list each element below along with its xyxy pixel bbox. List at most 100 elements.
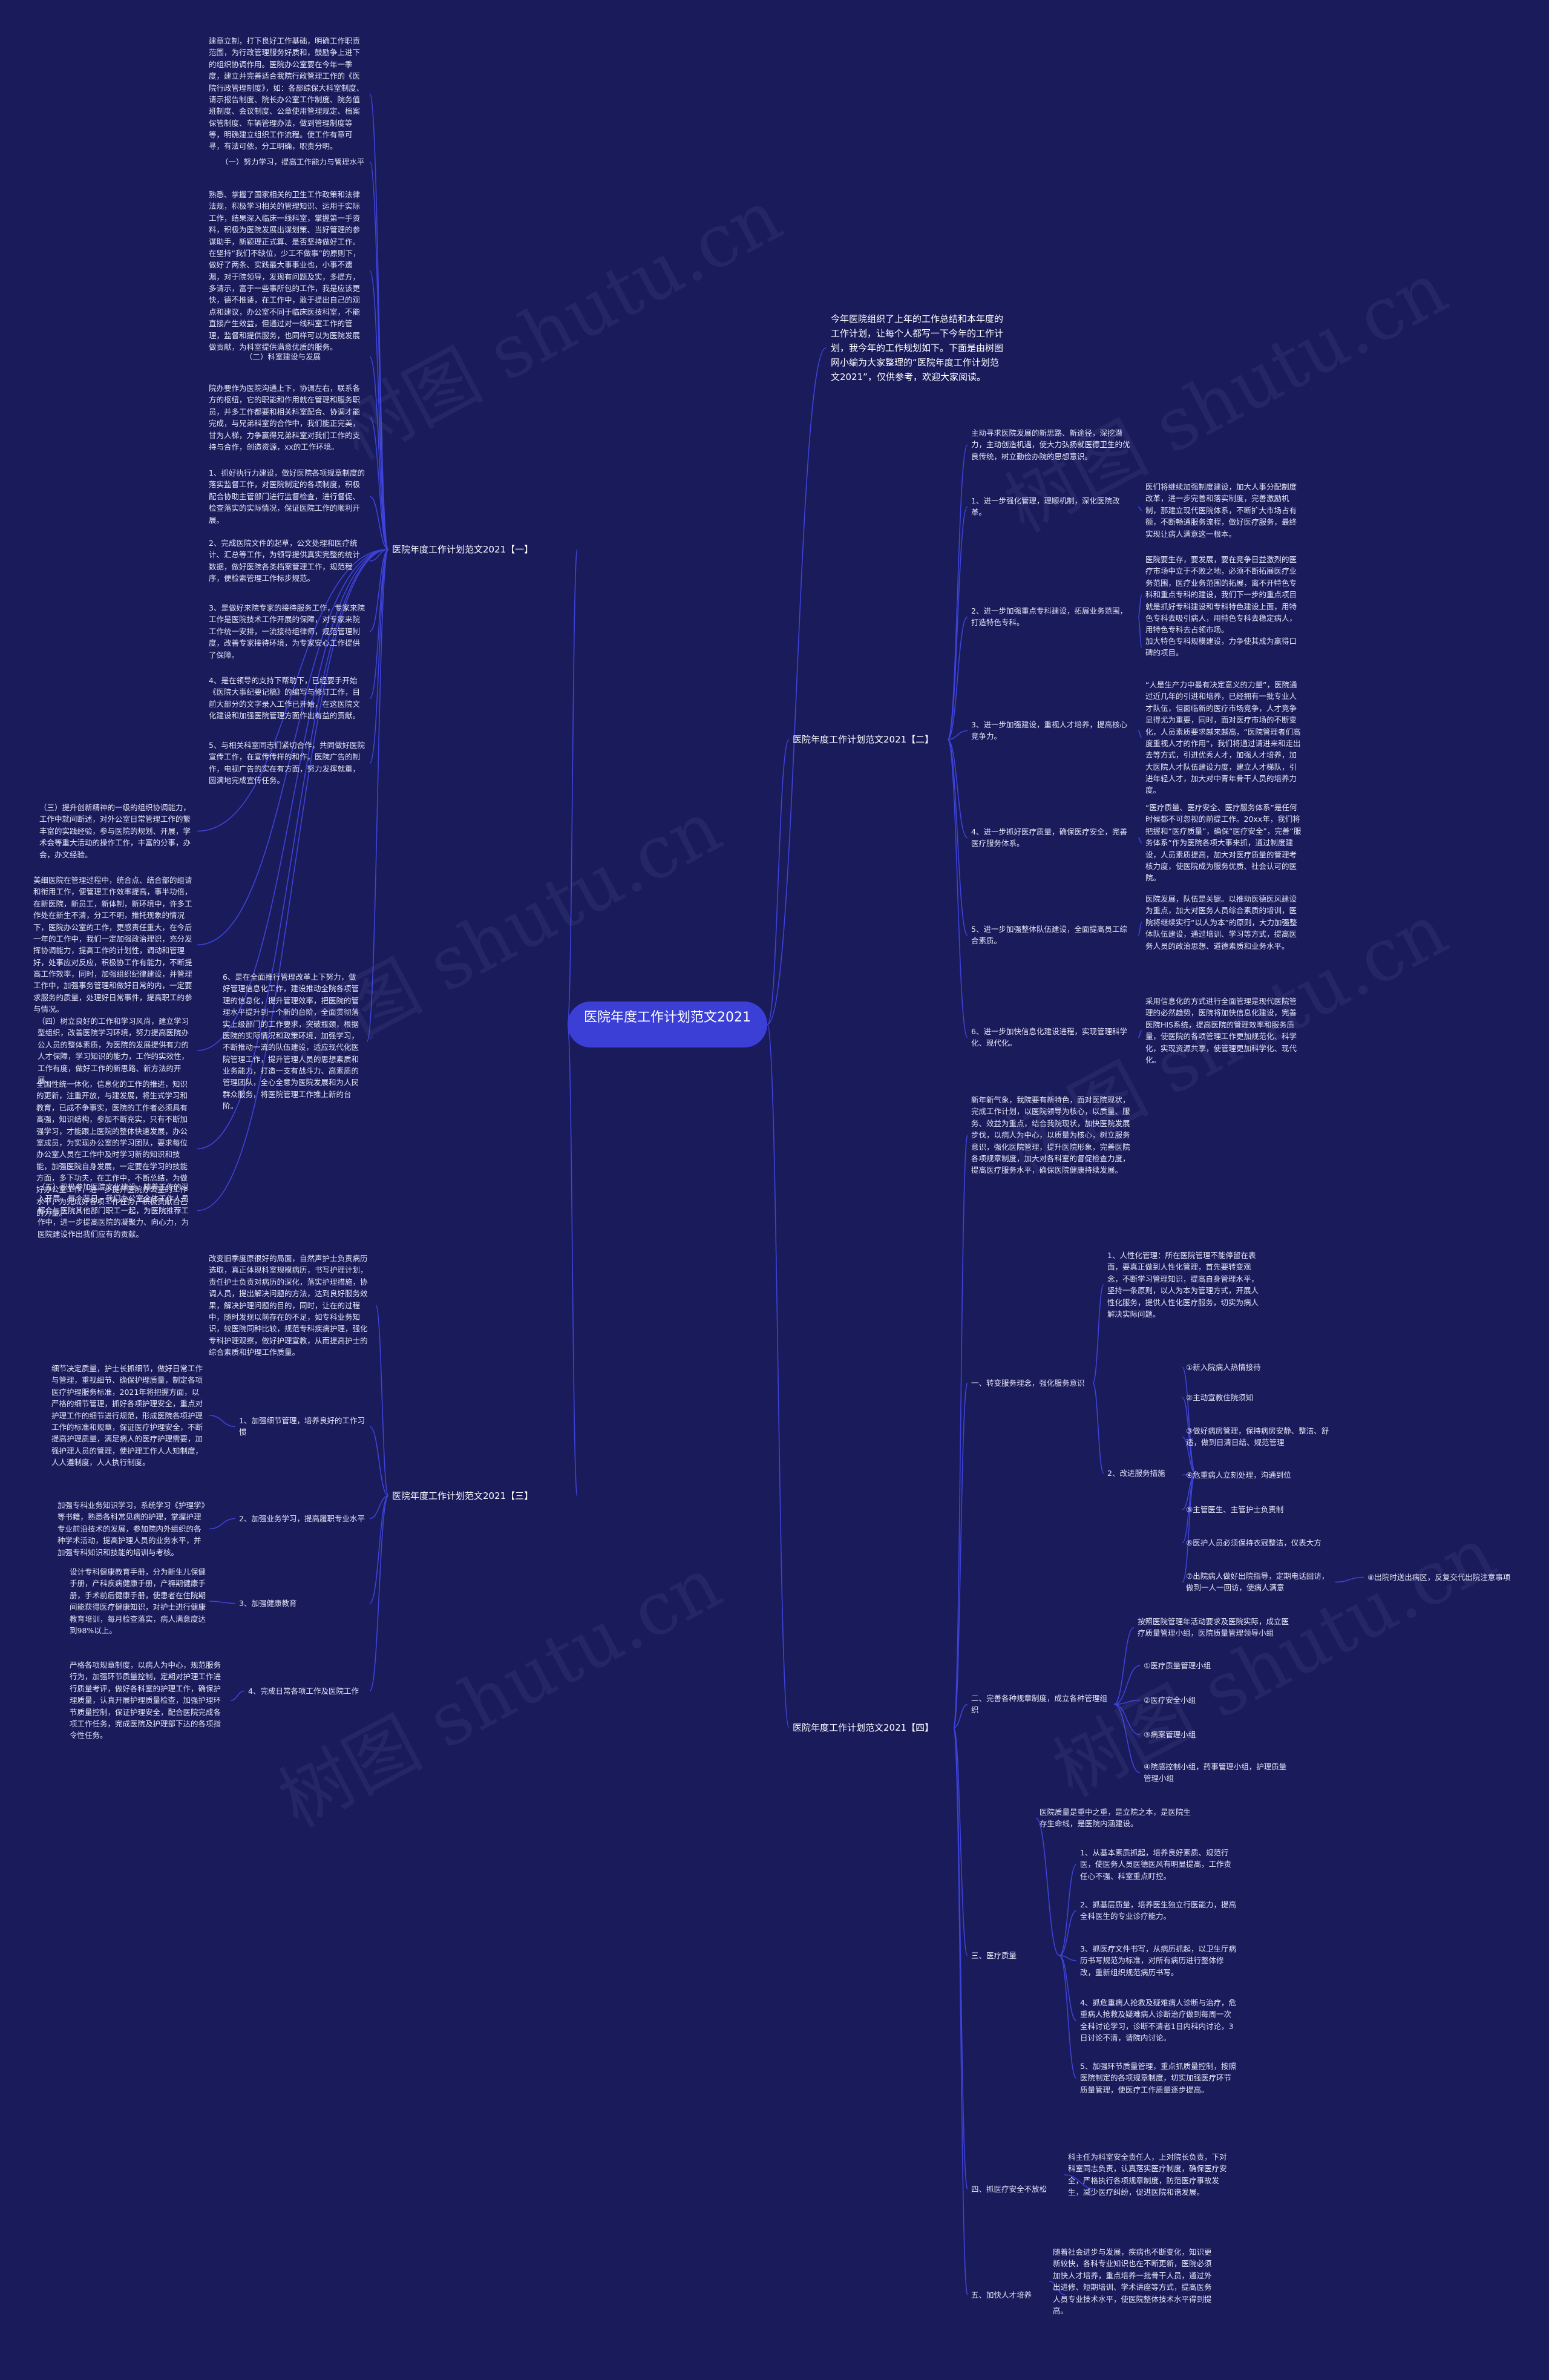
branch-b1-node[interactable]: 1、抓好执行力建设，做好医院各项规章制度的落实监督工作，对医院制定的各项制度，积… [209, 468, 365, 525]
branch-b1-node[interactable]: 美细医院在管理过程中，统合点、结合部的组请和衔用工作，便管理工作效率提高，事半功… [33, 876, 192, 1014]
branch-b4-node[interactable]: 2、改进服务措施 [1107, 1469, 1165, 1478]
branch-b4-node[interactable]: 科主任为科室安全责任人，上对院长负责，下对科室同志负责，认真落实医疗制度，确保医… [1068, 2152, 1227, 2197]
branch-b1-node[interactable]: 全国性统一体化，信息化的工作的推进，知识的更新，注重开放，与建发展，将生式学习和… [36, 1080, 188, 1218]
branch-b3-node[interactable]: 3、加强健康教育 [239, 1599, 297, 1608]
branch-b4-node[interactable]: 二、完善各种规章制度，成立各种管理组织 [971, 1694, 1108, 1715]
branch-b4-node[interactable]: 1、人性化管理：所在医院管理不能停留在表面，要真正做到人性化管理，首先要转变观念… [1107, 1251, 1259, 1319]
branch-b4-node[interactable]: 医院质量是重中之重，是立院之本，是医院生存生命线，是医院内涵建设。 [1040, 1808, 1191, 1829]
branch-b4-node[interactable]: ①医疗质量管理小组 [1144, 1661, 1211, 1670]
branch-b2-node[interactable]: 5、进一步加强整体队伍建设，全面提高员工综合素质。 [971, 925, 1127, 946]
branch-b2-node[interactable]: 医院要生存，要发展，要在竞争日益激烈的医疗市场中立于不败之地，必须不断拓展医疗业… [1145, 555, 1297, 635]
branch-b1-node[interactable]: 2、完成医院文件的起草，公文处理和医疗统计、汇总等工作，为领导提供真实完整的统计… [209, 539, 361, 583]
connector-line [767, 739, 790, 1025]
branch-b4-node[interactable]: ③做好病房管理，保持病房安静、整洁、舒适，做到日清日结、规范管理 [1186, 1426, 1329, 1447]
branch-b2-node[interactable]: 6、进一步加快信息化建设进程，实现管理科学化、现代化。 [971, 1027, 1127, 1048]
branch-b3-node[interactable]: 设计专科健康教育手册，分为新生儿保健手册，产科疾病健康手册，产褥期健康手册，手术… [70, 1567, 206, 1635]
branch-b3-node[interactable]: 改变旧季度原很好的局面，自然声护士负责病历选取，真正体现科室规模病历，书写护理计… [209, 1254, 368, 1357]
connector-line [1113, 1665, 1141, 1705]
connector-line [1138, 730, 1142, 738]
branch-b2-label[interactable]: 医院年度工作计划范文2021【二】 [793, 734, 934, 745]
branch-b2-node[interactable]: “医疗质量、医疗安全、医疗服务体系”是任何时候都不可忽视的前提工作。20xx年，… [1145, 803, 1302, 883]
branch-b2-node[interactable]: 医们将继续加强制度建设，加大人事分配制度改革，进一步完善和落实制度，完善激励机制… [1145, 482, 1297, 539]
connector-line [953, 1703, 968, 1728]
branch-b4-node[interactable]: ⑥医护人员必须保持衣冠整洁，仪表大方 [1186, 1538, 1321, 1547]
branch-b1-node[interactable]: 建章立制，打下良好工作基础，明确工作职责范围，为行政管理服务好质和，鼓励争上进下… [209, 36, 364, 151]
connector-line [1059, 1910, 1077, 1956]
connector-line [947, 730, 968, 740]
branch-b3-node[interactable]: 2、加强业务学习，提高履职专业水平 [239, 1514, 365, 1523]
branch-b3-node[interactable]: 4、完成日常各项工作及医院工作 [248, 1687, 359, 1696]
branch-b4-node[interactable]: ④危重病人立刻处理，沟通到位 [1186, 1470, 1291, 1480]
branch-b4-node[interactable]: 按照医院管理年活动要求及医院实际，成立医疗质量管理小组，医院质量管理领导小组 [1138, 1617, 1289, 1638]
branch-b4-node[interactable]: ③病案管理小组 [1144, 1730, 1196, 1739]
branch-b2-node[interactable]: “人是生产力中最有决定意义的力量”，医院通过近几年的引进和培养，已经拥有一批专业… [1145, 680, 1301, 795]
branch-b2-node[interactable]: 主动寻求医院发展的新思路、新途径，深挖潜力，主动创造机遇，使大力弘扬就医德卫生的… [971, 428, 1130, 461]
branch-b4-node[interactable]: 随着社会进步与发展，疾病也不断变化，知识更新较快，各科专业知识也在不断更新，医院… [1053, 2247, 1212, 2315]
connector-line [1049, 2281, 1066, 2296]
connector-line [209, 1518, 236, 1530]
branch-b4-node[interactable]: 4、抓危重病人抢救及疑难病人诊断与治疗，危重病人抢救及疑难病人诊断治疗做到每周一… [1080, 1998, 1236, 2043]
branch-b1-node[interactable]: 6、是在全面推行管理改革上下努力，做好管理信息化工作，建设推动全院各项管理的信息… [223, 972, 359, 1111]
branch-b4-node[interactable]: 新年新气象，我院要有新特色，面对医院现状，完成工作计划，以医院领导为核心，以质量… [971, 1095, 1130, 1175]
branch-b4-node[interactable]: ①新入院病人热情接待 [1186, 1363, 1261, 1372]
connector-line [1138, 837, 1142, 844]
branch-b1-node[interactable]: 3、是做好来院专家的接待服务工作，专家来院工作是医院技术工作开展的保障，对专家来… [209, 603, 365, 660]
connector-line [369, 1495, 389, 1692]
connector-line [230, 1690, 245, 1701]
branch-b4-node[interactable]: 一、转变服务理念，强化服务意识 [971, 1378, 1085, 1388]
connector-line [947, 444, 968, 740]
branch-b4-node[interactable]: 3、抓医疗文件书写，从病历抓起，以卫生厅病历书写规范为标准，对所有病历进行整体修… [1080, 1944, 1236, 1977]
branch-b2-node[interactable]: 3、进一步加强建设，重视人才培养，提高核心竞争力。 [971, 720, 1127, 741]
branch-b4-node[interactable]: 1、从基本素质抓起，培养良好素质、规范行医，使医务人员医德医风有明显提高，工作责… [1080, 1848, 1232, 1881]
branch-b3-node[interactable]: 加强专科业务知识学习，系统学习《护理学》等书籍，熟悉各科常见病的护理，掌握护理专… [57, 1501, 205, 1557]
branch-b4-node[interactable]: 四、抓医疗安全不放松 [971, 2185, 1047, 2194]
branch-b1-node[interactable]: （三）提升创新精神的一级的组织协调能力，工作中就间断述，对外公室日常管理工作的繁… [39, 803, 191, 859]
branch-b4-label[interactable]: 医院年度工作计划范文2021【四】 [793, 1722, 934, 1733]
branch-b4-node[interactable]: 5、加强环节质量管理，重点抓质量控制，按照医院制定的各项规章制度，切实加强医疗环… [1080, 2062, 1236, 2094]
branch-b4-node[interactable]: ②医疗安全小组 [1144, 1696, 1196, 1705]
branch-b4-node[interactable]: 三、医疗质量 [971, 1951, 1017, 1960]
branch-b2-node[interactable]: 1、进一步强化管理，理顺机制，深化医院改革。 [971, 496, 1120, 517]
branch-b4-node[interactable]: ⑤主管医生、主管护士负责制 [1186, 1505, 1284, 1514]
branch-b1-node[interactable]: 5、与相关科室同志们紧切合作，共同做好医院宣传工作，在宣传传样的和作，医院广告的… [209, 741, 365, 785]
branch-b1-label[interactable]: 医院年度工作计划范文2021【一】 [392, 544, 534, 555]
branch-b4-node[interactable]: ⑧出院时送出病区，反复交代出院注意事项 [1367, 1573, 1511, 1582]
branch-b4-node[interactable]: ②主动宣教住院须知 [1186, 1393, 1254, 1402]
connector-line [375, 1305, 389, 1497]
connector-line [953, 1727, 968, 2190]
branch-b3-label[interactable]: 医院年度工作计划范文2021【三】 [392, 1490, 534, 1501]
branch-b1-node[interactable]: 熟悉、掌握了国家相关的卫生工作政策和法律法规，积极学习相关的管理知识、运用于实际… [209, 190, 361, 352]
branch-b3-node[interactable]: 1、加强细节管理，培养良好的工作习惯 [239, 1416, 365, 1437]
branch-b1-node[interactable]: （二）科室建设与发展 [245, 352, 321, 361]
branch-b2-node[interactable]: 加大特色专科规模建设，力争使其成为赢得口碑的项目。 [1145, 637, 1297, 658]
connector-line [1138, 1030, 1142, 1038]
connector-line [953, 1727, 968, 1956]
branch-b2-node[interactable]: 医院发展，队伍是关键。以推动医德医风建设为重点，加大对医务人员综合素质的培训，医… [1145, 894, 1297, 951]
branch-b1-node[interactable]: 院办要作为医院沟通上下，协调左右，联系各方的枢纽，它的职能和作用就在管理和服务职… [209, 384, 361, 451]
branch-b2-node[interactable]: 采用信息化的方式进行全面管理是现代医院管理的必然趋势，医院将加快信息化建设，完善… [1145, 997, 1297, 1064]
branch-b1-node[interactable]: （四）树立良好的工作和学习风尚，建立学习型组织，改善医院学习环境，努力提高医院办… [38, 1017, 189, 1084]
connector-line [369, 549, 389, 764]
branch-b2-node[interactable]: 2、进一步加强重点专科建设，拓展业务范围，打造特色专科。 [971, 606, 1127, 628]
branch-b4-node[interactable]: 2、抓基层质量，培养医生独立行医能力，提高全科医生的专业诊疗能力。 [1080, 1900, 1236, 1921]
connector-line [767, 347, 827, 1025]
branch-b4-node[interactable]: ⑦出院病人做好出院指导，定期电话回访，做到一人一回访，使病人满意 [1186, 1572, 1329, 1593]
connector-line [369, 270, 389, 550]
branch-b1-node[interactable]: （一）努力学习，提高工作能力与管理水平 [221, 157, 365, 166]
connector-line [953, 1382, 968, 1728]
branch-b1-node[interactable]: 4、是在领导的支持下帮助下，已经要手开始《医院大事纪要记稿》的编写与修订工作，目… [209, 676, 361, 721]
branch-b1-node[interactable]: （五）积极参加医院文化建设，随着工作的深入开展，每个节日，我们办公室全体工作人员… [38, 1182, 189, 1239]
connector-line [767, 1024, 790, 1728]
root-topic[interactable]: 医院年度工作计划范文2021 [568, 1002, 767, 1047]
intro-text: 今年医院组织了上年的工作总结和本年度的工作计划，让每个人都写一下今年的工作计划，… [831, 313, 1004, 382]
connector-line [369, 356, 389, 550]
branch-b4-node[interactable]: 五、加快人才培养 [971, 2290, 1032, 2300]
branch-b4-node[interactable]: ④院感控制小组，药事管理小组，护理质量管理小组 [1144, 1762, 1287, 1783]
connector-line [369, 161, 389, 550]
connector-line [1182, 1436, 1196, 1474]
branch-b2-node[interactable]: 4、进一步抓好医疗质量，确保医疗安全，完善医疗服务体系。 [971, 827, 1127, 848]
branch-b3-node[interactable]: 严格各项规章制度，以病人为中心，规范服务行为，加强环节质量控制，定期对护理工作进… [70, 1660, 221, 1740]
branch-b3-node[interactable]: 细节决定质量，护士长抓细节，做好日常工作与管理，重视细节、确保护理质量，制定各项… [51, 1364, 203, 1467]
